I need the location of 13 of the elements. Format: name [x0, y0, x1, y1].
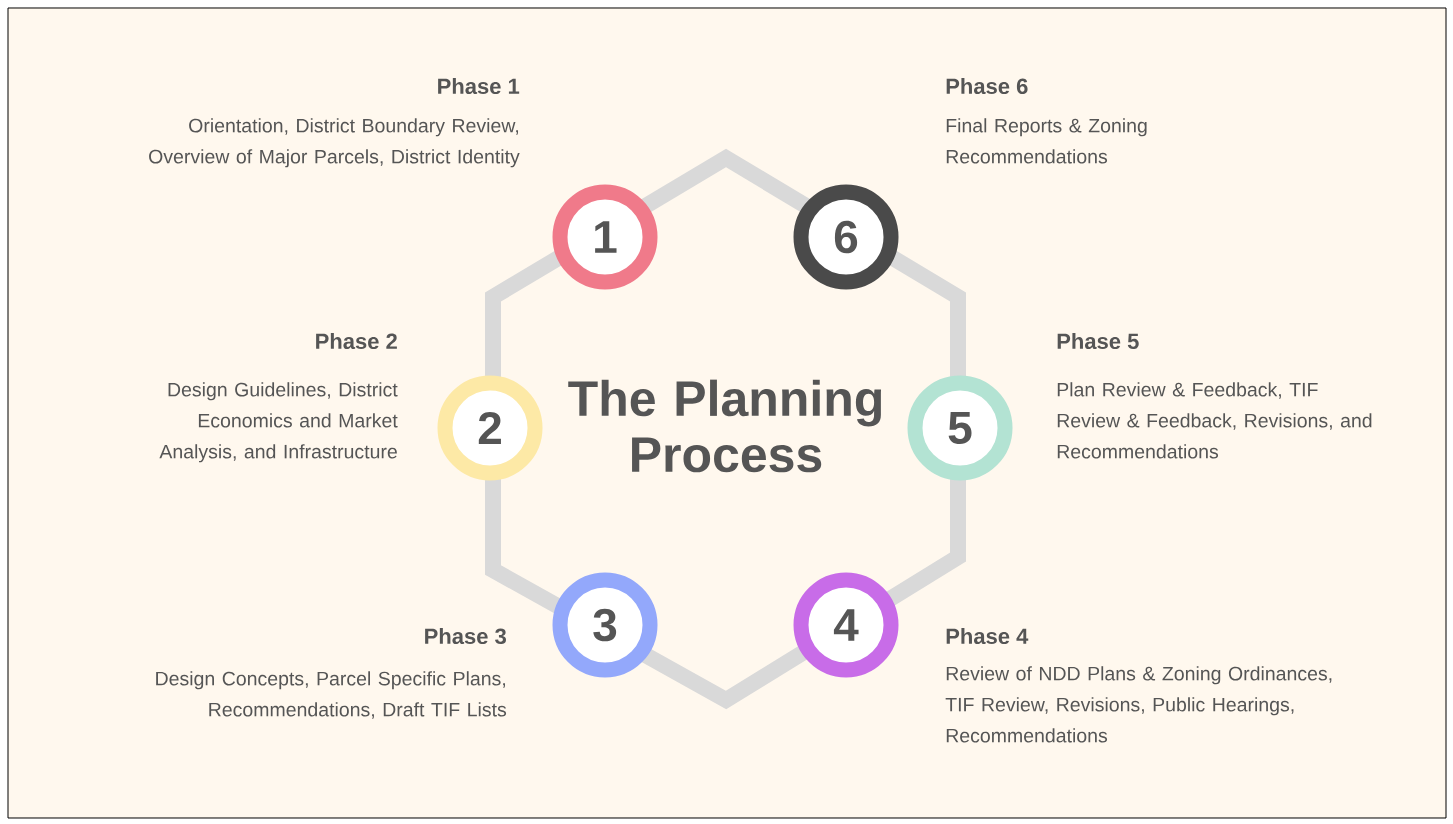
phase-heading: Phase 1: [438, 77, 520, 95]
phase-heading: Phase 6: [946, 77, 1028, 95]
phase-description: Review of NDD Plans & Zoning Ordinances, TIF Review, Revisions, Public Hearings, Recommendations: [945, 666, 1332, 743]
phase-heading: Phase 5: [1057, 332, 1139, 350]
title: The Planning Process: [568, 379, 881, 473]
phase-description: Plan Review & Feedback, TIF Review & Feedback, Revisions, and Recommendations: [1057, 382, 1372, 459]
phase-heading: Phase 4: [946, 627, 1029, 645]
phase-heading: Phase 2: [316, 332, 397, 350]
phase-description: Design Concepts, Parcel Specific Plans, Recommendations, Draft TIF Lists: [156, 671, 507, 719]
phase-heading: Phase 3: [425, 627, 506, 645]
phase-description: Design Guidelines, District Economics and Market Analysis, and Infrastructure: [159, 382, 398, 463]
phase-description: Final Reports & Zoning Recommendations: [946, 118, 1147, 164]
phase-description: Orientation, District Boundary Review, Overview of Major Parcels, District Identity: [149, 118, 520, 168]
